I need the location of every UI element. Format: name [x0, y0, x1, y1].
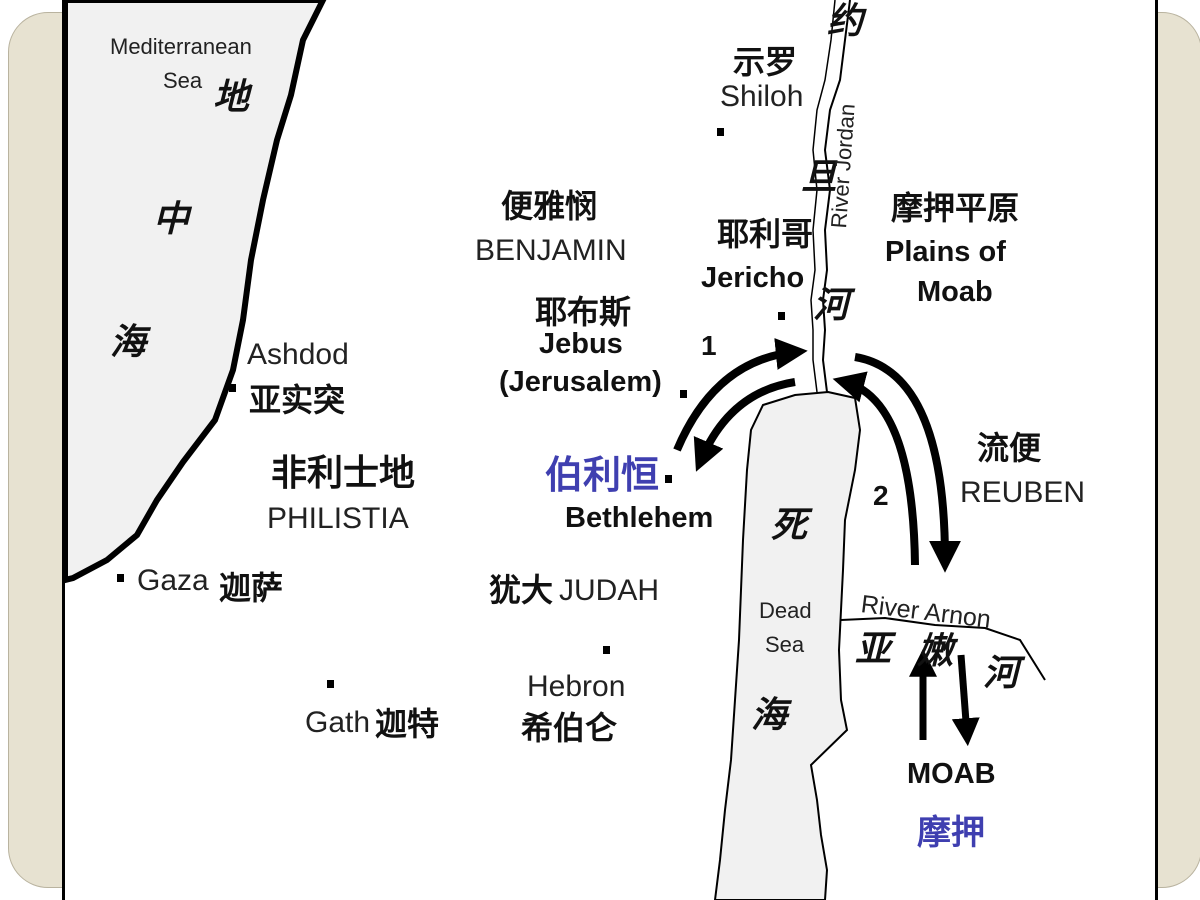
gaza-en: Gaza [137, 564, 209, 597]
jebus-zh: 耶布斯 [535, 293, 632, 331]
moab-en: MOAB [907, 758, 996, 790]
judah-en: JUDAH [559, 574, 660, 607]
ashdod-zh: 亚实突 [249, 381, 346, 419]
philistia-zh: 非利士地 [271, 453, 416, 494]
route-2-arrow-south [854, 353, 961, 573]
jordan-zh-1: 约 [827, 1, 864, 42]
mediterranean-sea-word: Sea [163, 68, 203, 93]
shiloh-dot [717, 128, 724, 136]
mediterranean-label: Mediterranean [110, 34, 252, 59]
reuben-zh: 流便 [977, 429, 1042, 467]
jericho-en: Jericho [701, 262, 805, 294]
arnon-zh-3: 河 [983, 653, 1020, 694]
moab-zh: 摩押 [917, 813, 985, 853]
jebus-en2: (Jerusalem) [499, 366, 662, 398]
jebus-dot [680, 390, 687, 398]
arnon-zh-1: 亚 [855, 629, 892, 670]
ashdod-dot [229, 384, 236, 392]
bethlehem-dot [665, 475, 672, 483]
benjamin-zh: 便雅悯 [501, 187, 598, 225]
route-1-arrow-east [673, 338, 808, 452]
ashdod-en: Ashdod [247, 338, 349, 371]
dead-sea-zh-1: 死 [771, 505, 808, 546]
bethlehem-zh: 伯利恒 [545, 453, 660, 497]
dead-sea-en: Dead [759, 598, 812, 623]
jordan-zh-3: 河 [813, 285, 850, 326]
jordan-zh-2: 旦 [801, 157, 838, 198]
gath-en: Gath [305, 706, 371, 739]
philistia-en: PHILISTIA [267, 502, 409, 535]
arnon-zh-2: 嫩 [917, 631, 954, 672]
route-1-label: 1 [701, 330, 717, 361]
map-slide: Mediterranean Sea 地 中 海 约 旦 河 River Jord… [62, 0, 1158, 900]
plains-moab-en1: Plains of [885, 236, 1006, 268]
jericho-zh: 耶利哥 [717, 215, 814, 253]
hebron-en: Hebron [527, 670, 626, 703]
river-arnon-line [840, 616, 1046, 681]
benjamin-en: BENJAMIN [475, 234, 627, 267]
route-1-arrow-west [693, 378, 796, 472]
shiloh-en: Shiloh [720, 80, 804, 113]
dead-sea-en2: Sea [765, 632, 805, 657]
dead-sea-zh-2: 海 [751, 695, 788, 736]
judah-zh: 犹大 [489, 571, 554, 609]
mediterranean-sea-shape [65, 0, 327, 584]
jebus-en1: Jebus [539, 328, 623, 360]
reuben-en: REUBEN [960, 476, 1086, 509]
gath-dot [327, 680, 334, 688]
plains-moab-en2: Moab [917, 276, 993, 308]
shiloh-zh: 示罗 [733, 43, 798, 81]
mediterranean-zh-1: 地 [213, 77, 250, 118]
gaza-zh: 迦萨 [219, 569, 284, 607]
mediterranean-zh-2: 中 [153, 199, 190, 240]
moab-arrow-down [951, 654, 980, 747]
hebron-zh: 希伯仑 [521, 709, 618, 747]
bethlehem-en: Bethlehem [565, 502, 714, 534]
plains-moab-zh: 摩押平原 [891, 189, 1020, 227]
jericho-dot [778, 312, 785, 320]
hebron-dot [603, 646, 610, 654]
mediterranean-zh-3: 海 [110, 322, 147, 363]
gath-zh: 迦特 [375, 705, 440, 743]
river-jordan-line [821, 0, 851, 393]
map-canvas [65, 0, 1046, 900]
dead-sea-shape [713, 390, 862, 900]
route-2-arrow-north [832, 371, 919, 566]
gaza-dot [117, 574, 124, 582]
route-2-label: 2 [873, 480, 889, 511]
